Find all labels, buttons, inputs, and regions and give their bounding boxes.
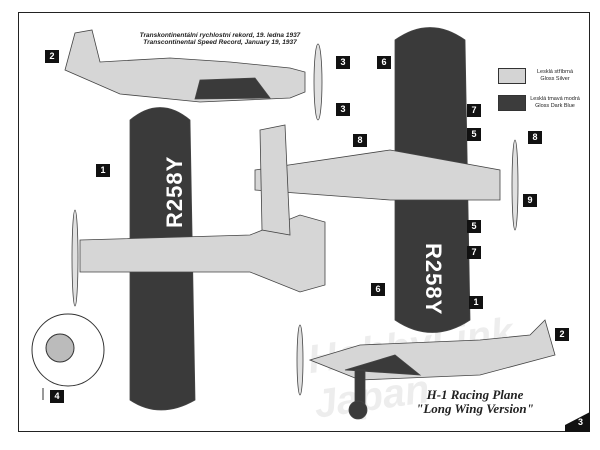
callout-5: 5 [467,128,481,141]
callout-2: 2 [45,50,59,63]
title-line2: "Long Wing Version" [416,401,534,416]
bottom-view-left [71,107,326,411]
side-view-top [64,29,323,121]
wing-registration-right: R258Y [421,243,446,316]
side-view-bottom [296,319,556,420]
caption: Transkontinentální rychlostní rekord, 19… [110,32,330,46]
callout-9: 9 [523,194,537,207]
title: H-1 Racing Plane "Long Wing Version" [400,388,550,416]
callout-3: 3 [336,56,350,69]
engine-detail [31,313,105,400]
swatch-silver [498,68,526,84]
callout-1: 1 [96,164,110,177]
caption-czech: Transkontinentální rychlostní rekord, 19… [139,32,301,39]
callout-6: 6 [377,56,391,69]
callout-2: 2 [555,328,569,341]
callout-7: 7 [467,246,481,259]
callout-3: 3 [336,103,350,116]
callout-1: 1 [469,296,483,309]
callout-8: 8 [353,134,367,147]
title-line1: H-1 Racing Plane [426,387,524,402]
callout-8: 8 [528,131,542,144]
callout-4: 4 [50,390,64,403]
caption-english: Transcontinental Speed Record, January 1… [143,39,297,46]
callout-5: 5 [467,220,481,233]
wing-registration-left: R258Y [162,155,187,228]
sheet-frame [18,12,590,432]
page-number: 3 [578,417,584,427]
callout-7: 7 [467,104,481,117]
page-corner [565,412,590,432]
callout-6: 6 [371,283,385,296]
swatch-dark-blue [498,95,526,111]
top-view-right [254,27,519,333]
